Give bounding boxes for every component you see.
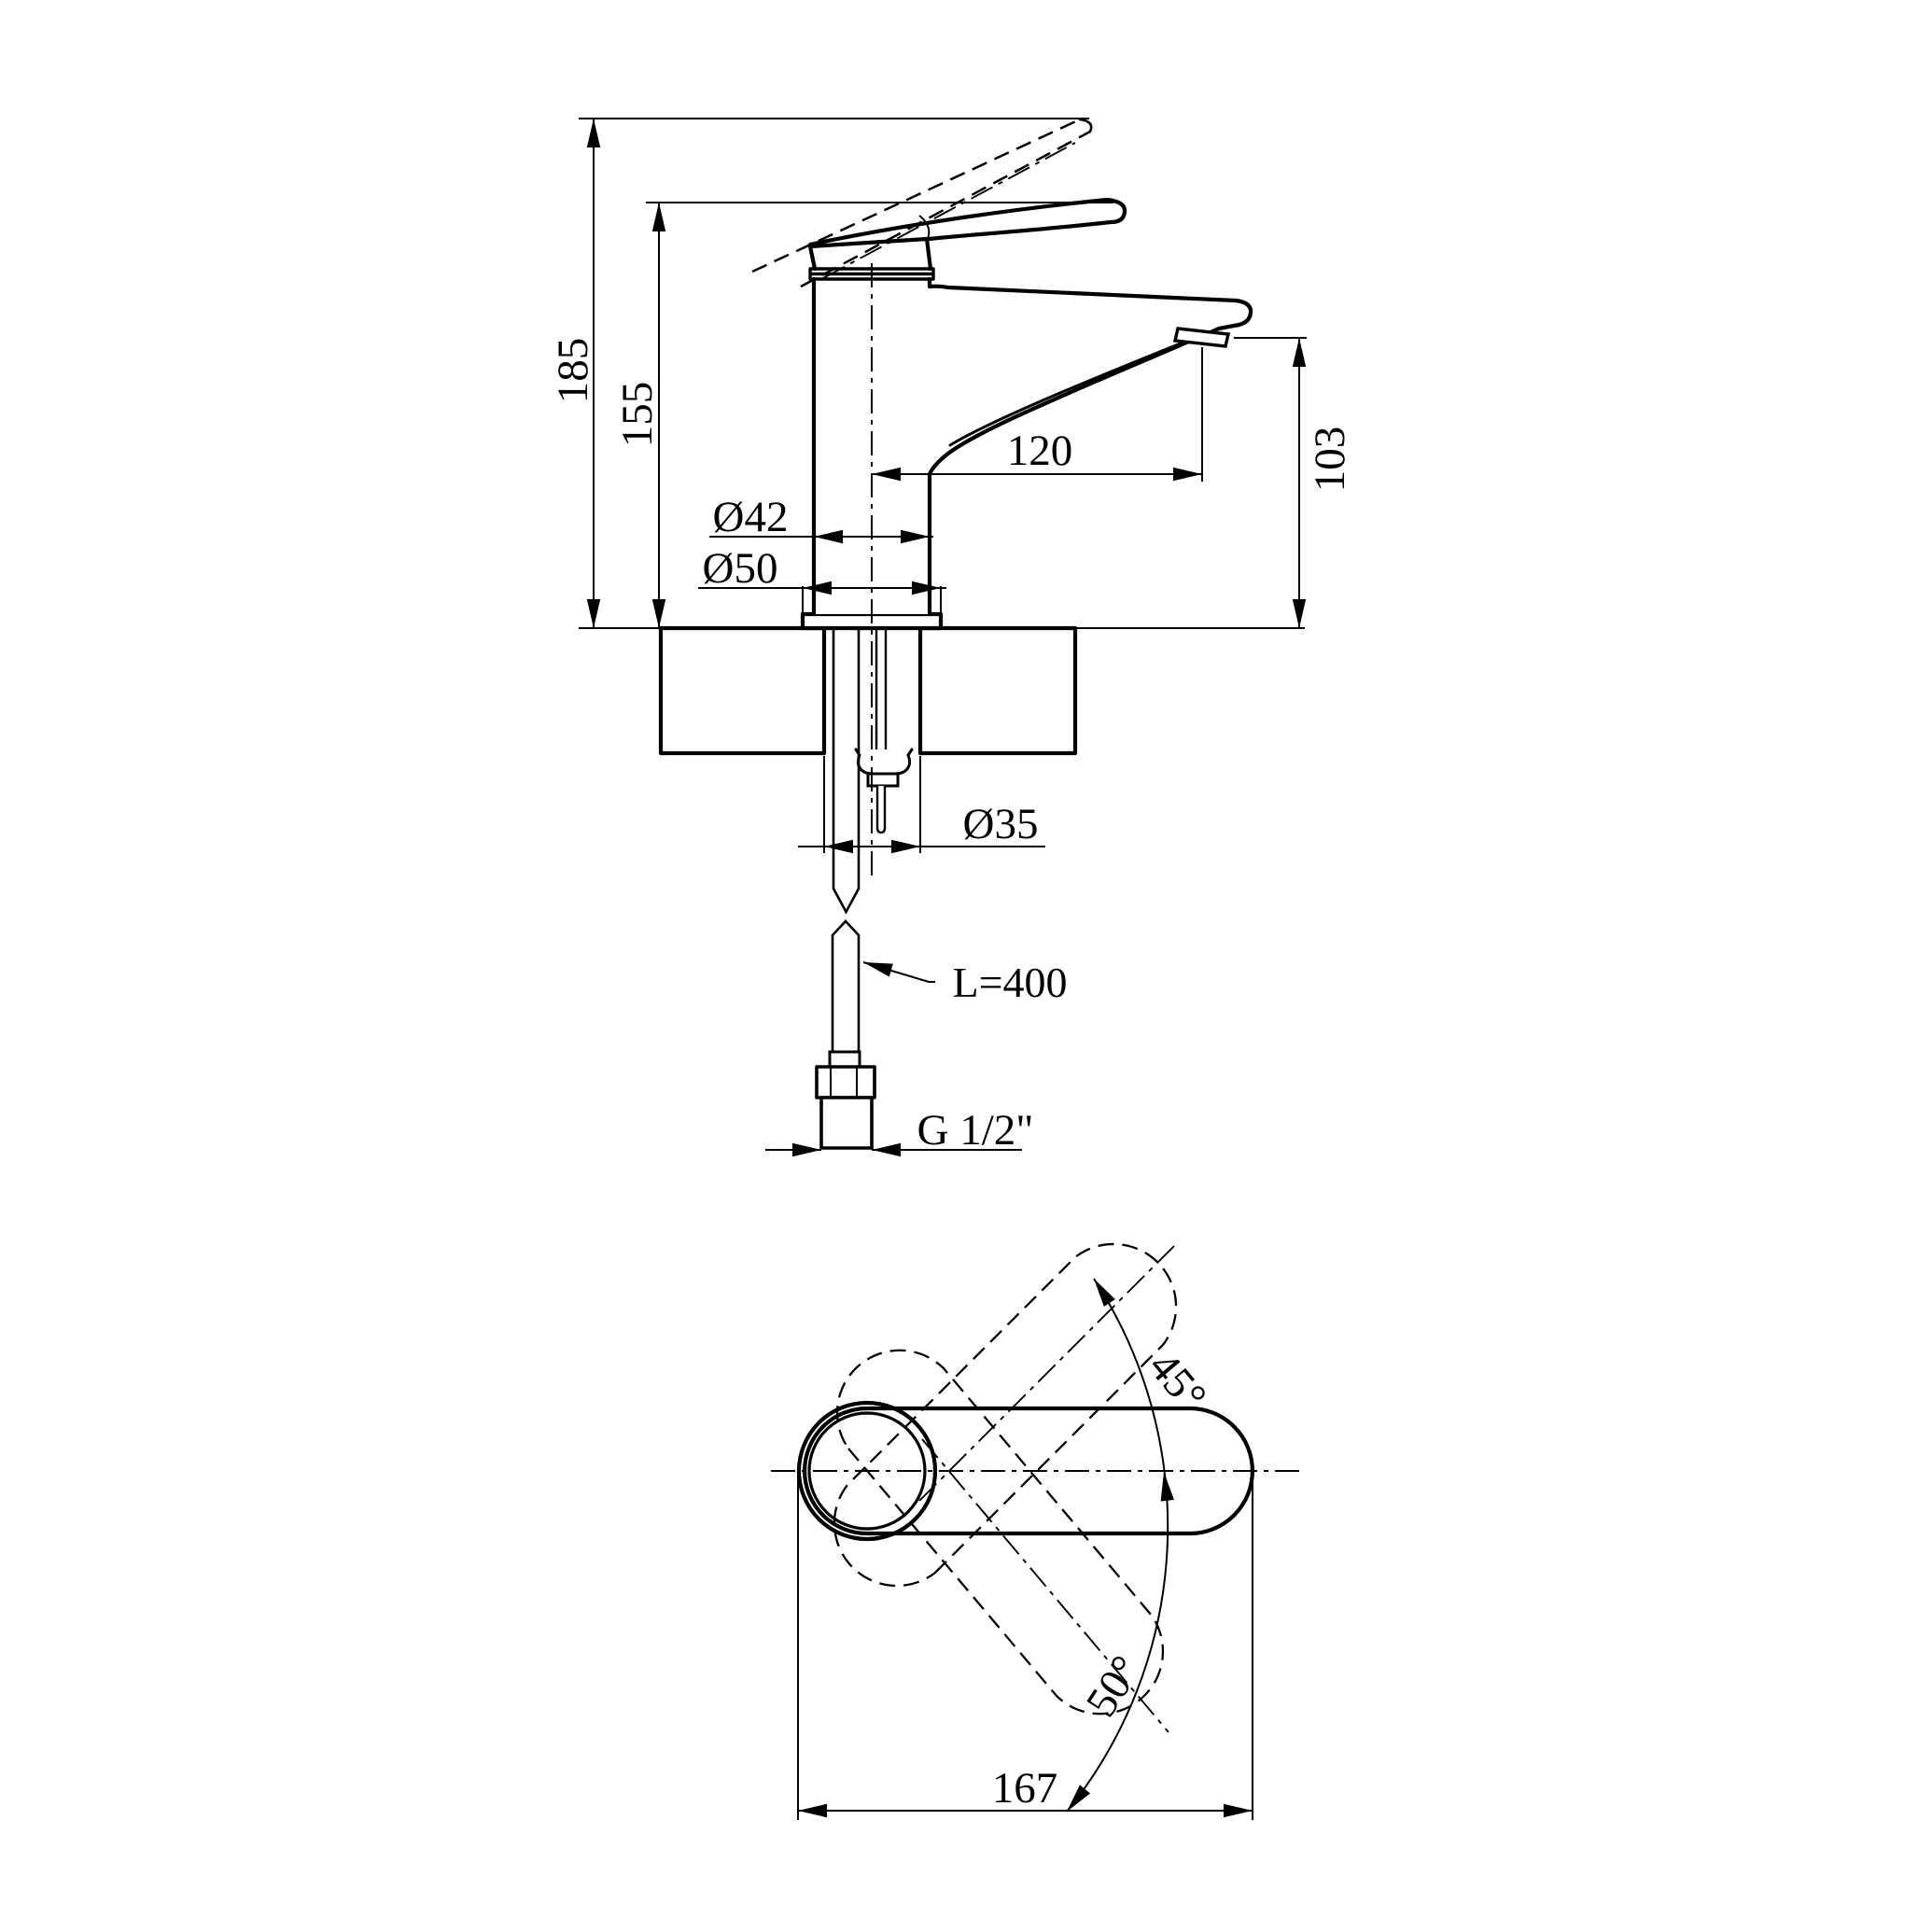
base-circle-plan [796, 1400, 938, 1542]
handle-raised-position [751, 118, 1093, 288]
supply-hose [815, 617, 876, 1150]
handle-rotated-positions [833, 1241, 1179, 1733]
handle-stadium-plan [802, 1406, 1255, 1536]
raised-handle-bottom-edge [800, 130, 1091, 288]
aerator [1172, 327, 1231, 348]
side-view-dimensions: 185 155 120 103 Ø42 Ø50 [549, 118, 1354, 1157]
ext-line-50 [802, 586, 942, 614]
dim-label-overall-length: 167 [992, 1764, 1058, 1813]
supply-hose-upper-segment [832, 617, 861, 915]
axis-45deg [918, 1241, 1179, 1502]
mounting-stud [875, 618, 888, 752]
handle-50deg-outline [835, 1349, 1165, 1715]
handle-45deg-outline [833, 1242, 1178, 1588]
spout-and-right-wall [927, 276, 1253, 617]
dim-label-body-height: 155 [613, 382, 662, 448]
supply-hose-lower-segment [831, 919, 861, 1054]
ext-line-167 [797, 1475, 1253, 1820]
ext-line-35 [823, 756, 921, 853]
dim-label-spout-height: 103 [1306, 427, 1354, 493]
axis-50deg [921, 1438, 1169, 1733]
overall-length-dimension: 167 [797, 1475, 1253, 1820]
dim-label-total-height: 185 [549, 338, 597, 404]
countertop-section [658, 625, 1078, 756]
dim-label-connection-thread: G 1/2" [917, 1106, 1034, 1155]
dim-label-angle-down: 50° [1077, 1647, 1151, 1726]
cartridge-cap [807, 236, 933, 272]
top-view: 45° 50° 167 [771, 1241, 1305, 1820]
countertop-left-slab [658, 625, 827, 756]
angle-arc [1066, 1278, 1169, 1813]
mounting-washer [854, 748, 914, 776]
countertop-right-slab [917, 625, 1078, 756]
hose-thread-pipe [819, 1096, 874, 1150]
mounting-hardware [854, 618, 914, 834]
raised-handle-tip [1078, 118, 1093, 133]
hose-hex-nut [815, 1065, 876, 1099]
mounting-stud-tip [875, 786, 887, 834]
handle-lever [807, 197, 1127, 247]
handle-plan-outline [771, 1400, 1305, 1542]
dim-label-cutout-diameter: Ø35 [963, 800, 1039, 848]
faucet-outline [807, 197, 1253, 617]
hose-collar [828, 1050, 861, 1069]
body-circle-plan [807, 1411, 927, 1531]
raised-handle-top-edge [751, 118, 1081, 273]
handle-fill [810, 200, 1126, 245]
dim-label-hose-length: L=400 [952, 959, 1067, 1006]
side-view: 185 155 120 103 Ø42 Ø50 [549, 118, 1354, 1157]
swivel-angle-dimension: 45° 50° [1061, 1275, 1216, 1816]
dim-label-base-diameter: Ø50 [703, 544, 778, 593]
hex-nut-flats [830, 1067, 858, 1098]
handle-swing-trace [918, 215, 931, 240]
dim-label-body-diameter: Ø42 [713, 493, 789, 541]
spout-inner-line [948, 331, 1208, 447]
raised-handle-axis [822, 142, 1076, 279]
dim-label-spout-reach: 120 [1007, 427, 1073, 475]
